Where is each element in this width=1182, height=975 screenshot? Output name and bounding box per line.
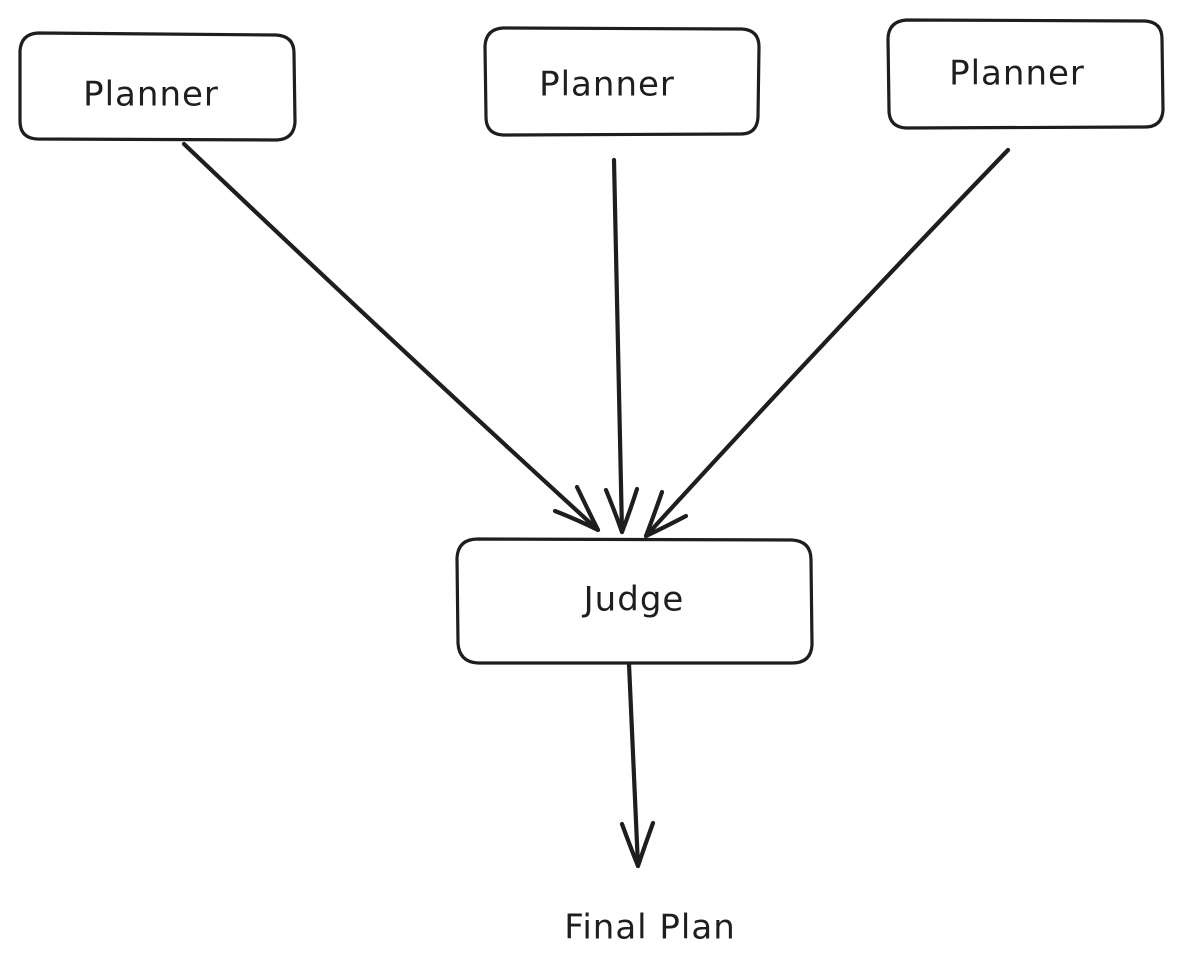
arrow-shaft-4 xyxy=(626,661,641,869)
judge-node: Judge xyxy=(455,537,814,665)
judge-label: Judge xyxy=(582,580,685,620)
arrow-head-1 xyxy=(552,484,601,533)
arrow-head-4 xyxy=(619,820,656,869)
planner-label-2: Planner xyxy=(539,65,675,105)
planner-label-3: Planner xyxy=(949,54,1085,94)
arrow-head-2 xyxy=(603,486,640,535)
arrow-shaft-2 xyxy=(611,157,625,535)
arrow-shaft-3 xyxy=(643,147,1011,539)
edge-judge-to-final-plan xyxy=(619,661,656,869)
edge-planner-2-to-judge xyxy=(603,157,640,535)
judge-box xyxy=(455,537,814,665)
edge-planner-1-to-judge xyxy=(181,141,601,533)
final-plan-label: Final Plan xyxy=(564,908,736,948)
planner-box-1 xyxy=(18,31,297,142)
planner-box-3 xyxy=(886,18,1165,130)
planner-box-2 xyxy=(483,26,761,137)
edge-planner-3-to-judge xyxy=(643,147,1011,539)
planner-node-3: Planner xyxy=(886,18,1165,130)
planner-node-1: Planner xyxy=(18,31,297,142)
arrow-head-3 xyxy=(643,489,689,539)
planner-label-1: Planner xyxy=(83,75,219,115)
arrow-shaft-1 xyxy=(181,141,601,533)
planner-node-2: Planner xyxy=(483,26,761,137)
